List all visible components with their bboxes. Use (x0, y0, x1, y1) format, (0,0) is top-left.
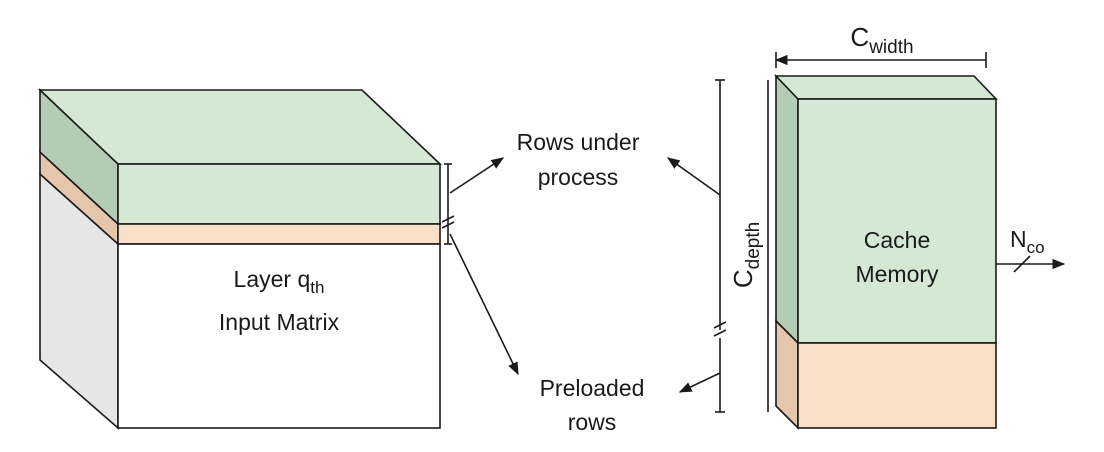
arrow-to-preloaded-rows (449, 233, 519, 376)
input-matrix-front-face (117, 243, 441, 429)
cache-label-line2: Memory (855, 261, 939, 287)
c-depth-bracket (713, 79, 727, 413)
cache-front-green (797, 98, 997, 344)
preloaded-rows-label-line1: Preloaded (540, 375, 645, 401)
rows-under-process-label-line2: process (538, 164, 619, 190)
c-width-dimension (774, 52, 987, 68)
c-depth-label: Cdepth (728, 222, 764, 288)
n-co-label: Nco (1010, 226, 1045, 257)
layer-label: Layer qth (234, 266, 325, 297)
cache-side-green (775, 74, 799, 345)
n-co-bus-slash (1013, 255, 1031, 273)
arrow-bracket-to-rows (666, 157, 721, 196)
c-width-label: Cwidth (850, 22, 913, 58)
cube-brackets (441, 163, 455, 245)
arrow-to-rows-under-process (449, 157, 505, 194)
input-matrix-cube: Layer qth Input Matrix (37, 88, 443, 430)
preloaded-rows-label-line2: rows (568, 409, 617, 435)
preloaded-rows-layer (117, 223, 441, 245)
input-matrix-label: Input Matrix (219, 309, 340, 335)
cache-label-line1: Cache (864, 227, 930, 253)
rows-under-process-layer (117, 163, 441, 225)
cache-memory-block: Cache Memory (774, 74, 998, 430)
arrow-bracket-to-preloaded (678, 372, 721, 393)
rows-under-process-label-line1: Rows under (517, 129, 640, 155)
cache-front-peach (797, 342, 997, 429)
cache-top-face (774, 75, 998, 100)
